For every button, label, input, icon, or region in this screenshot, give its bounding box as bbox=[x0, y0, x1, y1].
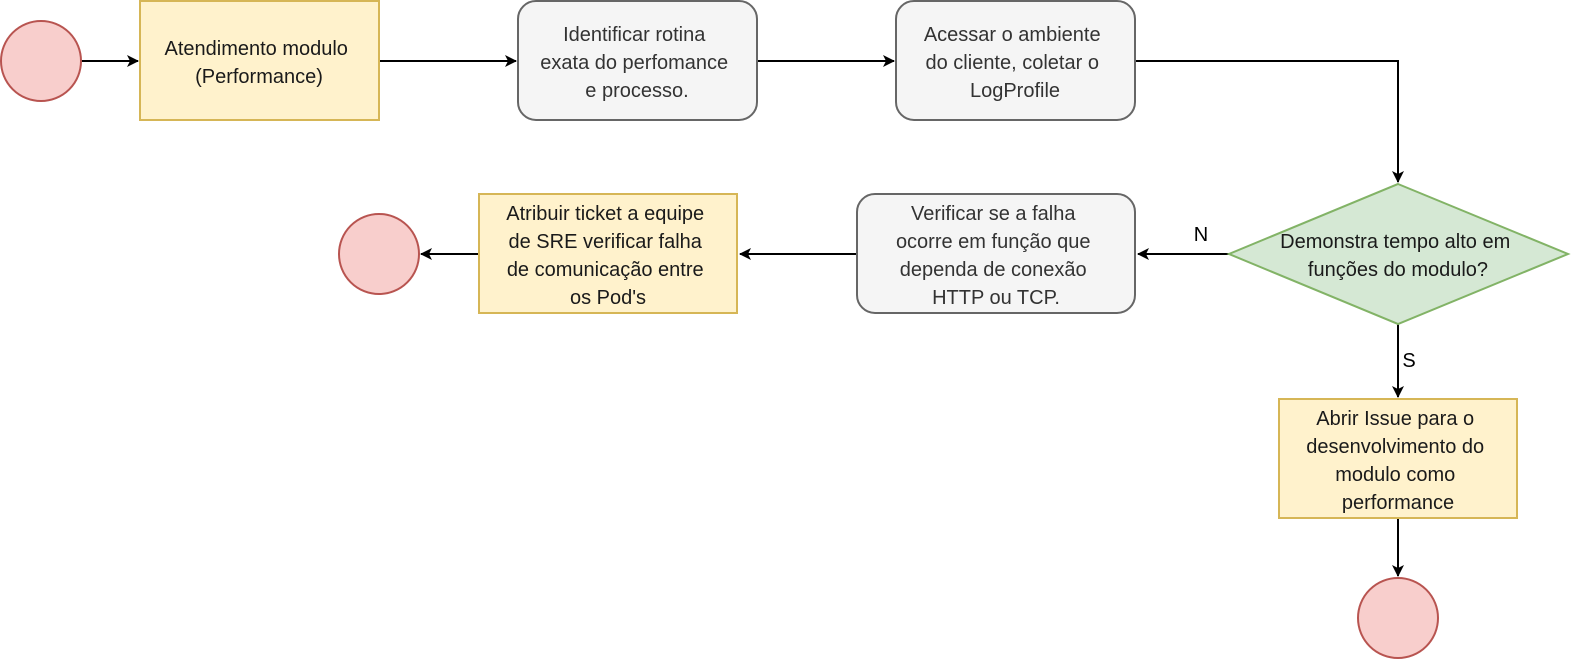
node-verificar-label: Verificar se a falha ocorre em função qu… bbox=[896, 203, 1096, 309]
edge-acessar-to-decision bbox=[1136, 60, 1404, 183]
node-acessar-line: do cliente, coletar o bbox=[926, 52, 1099, 74]
node-decision[interactable]: Demonstra tempo alto em funções do modul… bbox=[1226, 182, 1571, 326]
node-abrir-issue-line: Abrir Issue para o bbox=[1316, 408, 1474, 430]
node-acessar-label: Acessar o ambiente do cliente, coletar o… bbox=[924, 24, 1106, 102]
node-atribuir-line: Atribuir ticket a equipe bbox=[506, 203, 704, 225]
edges bbox=[81, 55, 1404, 577]
node-verificar-line: HTTP ou TCP. bbox=[932, 287, 1060, 309]
node-verificar-line: dependa de conexão bbox=[900, 259, 1087, 281]
node-identificar-line: exata do perfomance bbox=[540, 52, 728, 74]
node-atribuir[interactable]: Atribuir ticket a equipe de SRE verifica… bbox=[478, 193, 738, 314]
node-atendimento-label: Atendimento modulo (Performance) bbox=[164, 38, 353, 88]
node-decision-line: funções do modulo? bbox=[1308, 259, 1488, 281]
node-atendimento[interactable]: Atendimento modulo (Performance) bbox=[139, 0, 380, 121]
node-atribuir-label: Atribuir ticket a equipe de SRE verifica… bbox=[506, 203, 709, 309]
end-event-sre[interactable] bbox=[338, 213, 420, 295]
node-verificar[interactable]: Verificar se a falha ocorre em função qu… bbox=[856, 193, 1136, 314]
node-abrir-issue-line: performance bbox=[1342, 492, 1454, 514]
node-atribuir-line: os Pod's bbox=[570, 287, 646, 309]
node-verificar-line: ocorre em função que bbox=[896, 231, 1091, 253]
node-atendimento-line: (Performance) bbox=[195, 66, 323, 88]
node-identificar-line: Identificar rotina bbox=[563, 24, 706, 46]
node-abrir-issue-line: desenvolvimento do bbox=[1306, 436, 1484, 458]
edge-label-yes: S bbox=[1402, 350, 1415, 372]
node-decision-label: Demonstra tempo alto em funções do modul… bbox=[1280, 231, 1516, 281]
node-abrir-issue[interactable]: Abrir Issue para o desenvolvimento do mo… bbox=[1278, 398, 1518, 519]
edge-label-no: N bbox=[1194, 224, 1208, 246]
node-identificar-label: Identificar rotina exata do perfomance e… bbox=[540, 24, 733, 102]
node-atribuir-line: de SRE verificar falha bbox=[509, 231, 703, 253]
node-abrir-issue-line: modulo como bbox=[1335, 464, 1455, 486]
node-acessar[interactable]: Acessar o ambiente do cliente, coletar o… bbox=[895, 0, 1136, 121]
node-identificar[interactable]: Identificar rotina exata do perfomance e… bbox=[517, 0, 758, 121]
node-abrir-issue-label: Abrir Issue para o desenvolvimento do mo… bbox=[1306, 408, 1489, 514]
node-verificar-line: Verificar se a falha bbox=[911, 203, 1076, 225]
end-event-issue[interactable] bbox=[1357, 577, 1439, 659]
node-identificar-line: e processo. bbox=[585, 80, 688, 102]
node-decision-line: Demonstra tempo alto em bbox=[1280, 231, 1510, 253]
node-acessar-line: LogProfile bbox=[970, 80, 1060, 102]
node-atribuir-line: de comunicação entre bbox=[507, 259, 704, 281]
node-acessar-line: Acessar o ambiente bbox=[924, 24, 1101, 46]
node-atendimento-line: Atendimento modulo bbox=[164, 38, 347, 60]
start-event[interactable] bbox=[0, 20, 82, 102]
